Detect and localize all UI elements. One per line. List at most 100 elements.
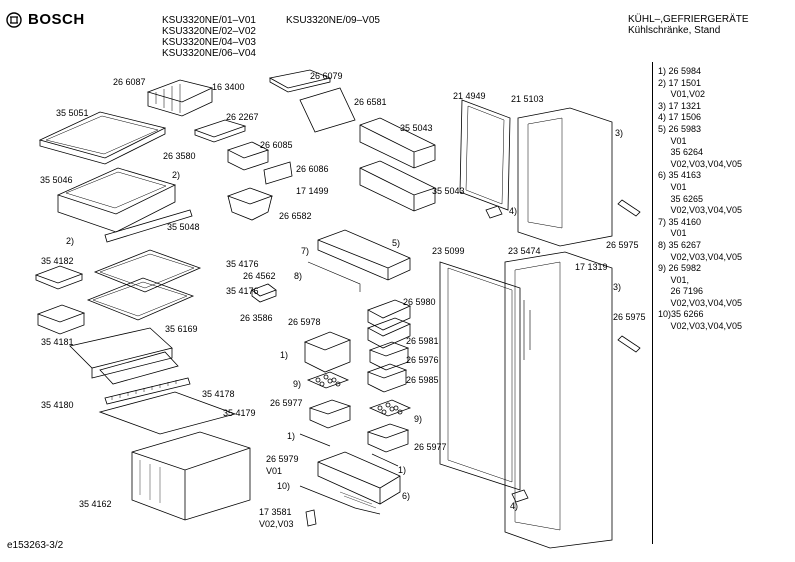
callout-number: 1) xyxy=(287,431,296,441)
part-label: 35 4182 xyxy=(41,256,74,266)
callout-number: 1) xyxy=(280,350,289,360)
glass-shelf-lower-part xyxy=(86,277,195,321)
small-drawer-part xyxy=(36,304,86,335)
part-label: 21 4949 xyxy=(453,91,486,101)
bin-small-a-part xyxy=(368,341,410,371)
part-label: 35 4180 xyxy=(41,400,74,410)
variant-label: V02,V03 xyxy=(259,519,294,529)
legend-item: 10)35 6266 xyxy=(658,309,704,320)
model-line: KSU3320NE/04–V03 xyxy=(162,37,256,48)
legend-item: V01,V02 xyxy=(658,89,706,100)
legend-item: 8) 35 6267 xyxy=(658,239,702,250)
small-tray-part xyxy=(34,265,84,290)
callout-number: 9) xyxy=(414,414,423,424)
part-label: 35 5048 xyxy=(167,222,200,232)
door-shelf-lower-part xyxy=(359,160,436,212)
glass-shelf-upper-part xyxy=(93,249,202,293)
exploded-parts-drawing xyxy=(34,69,641,549)
egg-tray-part xyxy=(306,371,350,389)
egg-tray-right-part xyxy=(368,399,412,417)
legend-item: 5) 26 5983 xyxy=(658,123,702,134)
part-label: 35 5043 xyxy=(400,123,433,133)
legend-item: 9) 26 5982 xyxy=(658,263,702,274)
small-bin-pair-part xyxy=(367,299,412,349)
door-handle-lower-part xyxy=(617,335,641,353)
part-label: 26 5978 xyxy=(288,317,321,327)
bin-small-b-part xyxy=(366,363,408,393)
callout-number: 3) xyxy=(615,128,624,138)
legend-item: 35 6264 xyxy=(658,147,704,158)
part-label: 26 6582 xyxy=(279,211,312,221)
part-label: 17 1499 xyxy=(296,186,329,196)
model-line: KSU3320NE/01–V01 xyxy=(162,15,256,26)
part-label: 26 6085 xyxy=(260,140,293,150)
part-label: 26 6086 xyxy=(296,164,329,174)
callout-number: 1) xyxy=(398,465,407,475)
callout-number: 10) xyxy=(277,481,291,491)
category-title: KÜHL–,GEFRIERGERÄTE xyxy=(628,14,749,25)
legend-item: V01 xyxy=(658,181,687,192)
variant-label: V01 xyxy=(266,466,283,476)
part-label: 23 5099 xyxy=(432,246,465,256)
brand-name: BOSCH xyxy=(28,11,85,28)
tray-part xyxy=(268,69,332,93)
legend-item: V01 xyxy=(658,135,687,146)
callout-number: 4) xyxy=(509,206,518,216)
legend-item: V01, xyxy=(658,274,690,285)
legend-item: V02,V03,V04,V05 xyxy=(658,251,743,262)
callout-number: 9) xyxy=(293,379,302,389)
bar-part xyxy=(299,433,399,467)
glass-shelf-part xyxy=(38,111,167,165)
crisper-drawer-part xyxy=(131,431,251,521)
part-label: 16 3400 xyxy=(212,82,245,92)
legend-item: V02,V03,V04,V05 xyxy=(658,205,743,216)
freezer-plate-part xyxy=(299,87,356,133)
legend-item: 4) 17 1506 xyxy=(658,112,702,123)
model-line-secondary: KSU3320NE/09–V05 xyxy=(286,15,380,26)
callout-number: 3) xyxy=(613,282,622,292)
freezer-door-seal-part xyxy=(459,99,511,211)
callout-number: 2) xyxy=(172,170,181,180)
part-label: 26 6087 xyxy=(113,77,146,87)
legend-item: 6) 35 4163 xyxy=(658,170,702,181)
crisper-cover-part xyxy=(69,327,173,379)
part-label: 35 5046 xyxy=(40,175,73,185)
part-label: 35 4176 xyxy=(226,259,259,269)
part-label: 35 5051 xyxy=(56,108,89,118)
ice-tray-small-part xyxy=(193,119,247,143)
part-label: 23 5474 xyxy=(508,246,541,256)
legend-item: 7) 35 4160 xyxy=(658,216,702,227)
category-subtitle: Kühlschränke, Stand xyxy=(628,25,721,36)
part-label: 21 5103 xyxy=(511,94,544,104)
part-label: 35 4176 xyxy=(226,286,259,296)
small-clip-part xyxy=(305,509,317,527)
part-label: 35 4181 xyxy=(41,337,74,347)
clip-part xyxy=(251,283,277,303)
legend-item: V02,V03,V04,V05 xyxy=(658,158,743,169)
drawer-part xyxy=(56,167,177,233)
callout-number: 2) xyxy=(66,236,75,246)
fridge-door-part xyxy=(504,251,613,549)
trim-strip-part xyxy=(104,209,193,243)
part-label: 26 4562 xyxy=(243,271,276,281)
part-label: 35 4162 xyxy=(79,499,112,509)
part-label: 35 5043 xyxy=(432,186,465,196)
part-label: 17 3581 xyxy=(259,507,292,517)
legend-item: 1) 26 5984 xyxy=(658,66,702,76)
callout-number: 6) xyxy=(402,491,411,501)
grill-part xyxy=(104,377,191,405)
box-part xyxy=(226,187,274,221)
fridge-door-seal-part xyxy=(439,261,521,491)
part-label: 26 6079 xyxy=(310,71,343,81)
part-label: 35 4178 xyxy=(202,389,235,399)
legend-item: V02,V03,V04,V05 xyxy=(658,321,743,332)
document-id: e153263-3/2 xyxy=(7,540,64,551)
model-list: KSU3320NE/01–V01 KSU3320NE/02–V02 KSU332… xyxy=(162,15,256,59)
part-label: 26 5977 xyxy=(414,442,447,452)
legend-item: 3) 17 1321 xyxy=(658,100,702,111)
part-label: 26 3580 xyxy=(163,151,196,161)
bosch-logo-icon xyxy=(6,12,22,28)
bottle-bin-bottom-part xyxy=(317,451,401,505)
glass-plate-part xyxy=(98,391,237,435)
bottle-bin-top-part xyxy=(317,229,411,281)
